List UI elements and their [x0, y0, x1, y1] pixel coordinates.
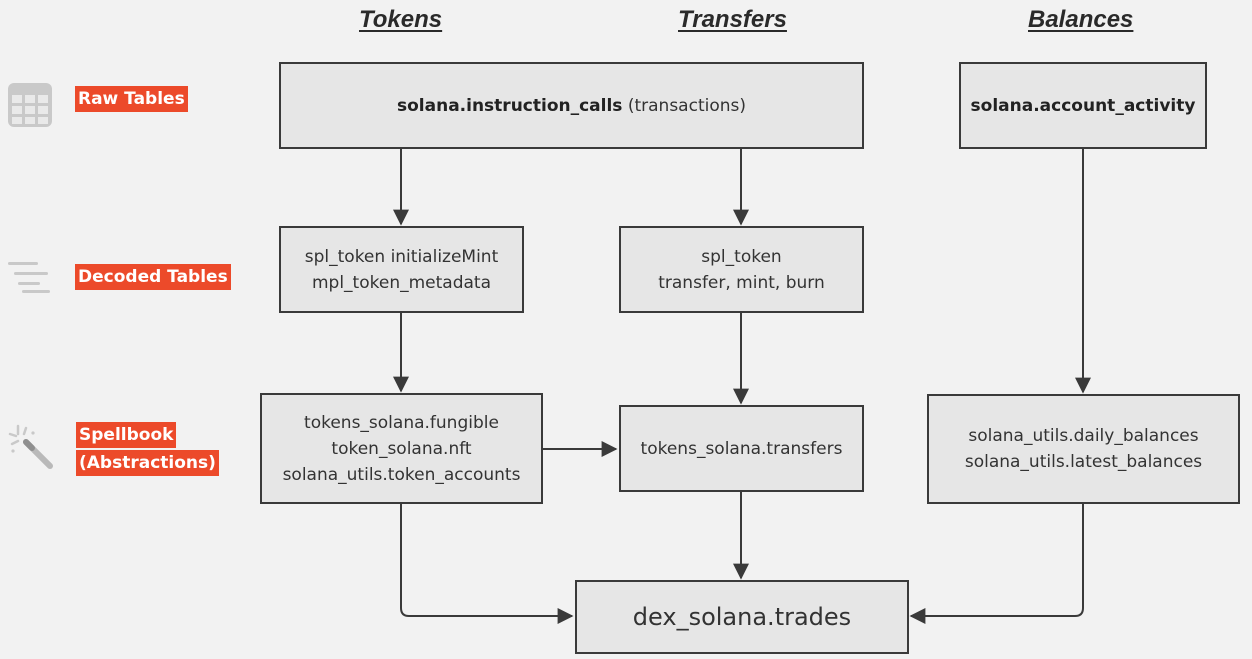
row-label-spellbook: Spellbook [76, 422, 177, 448]
node-transfer-decoded-line2: transfer, mint, burn [658, 272, 825, 293]
magic-wand-icon [8, 424, 53, 469]
node-account-activity-name: solana.account_activity [970, 95, 1196, 116]
node-token-decoded-line1: spl_token initializeMint [304, 246, 499, 267]
node-transfers-spell: tokens_solana.transfers [619, 405, 864, 492]
column-title-transfers: Transfers [678, 6, 787, 33]
node-token-decoded-line2: mpl_token_metadata [311, 272, 491, 293]
edge-balances-spell-to-dex-trades [909, 504, 1084, 624]
column-title-tokens: Tokens [359, 6, 443, 33]
node-balances-spell: solana_utils.daily_balances solana_utils… [927, 394, 1240, 504]
node-balances-spell-line2: solana_utils.latest_balances [964, 452, 1203, 472]
node-balances-spell-line1: solana_utils.daily_balances [968, 426, 1199, 446]
node-instruction-calls: solana.instruction_calls (transactions) [279, 62, 864, 149]
node-instruction-calls-suffix: (transactions) [622, 95, 746, 116]
node-tokens-spell-line1: tokens_solana.fungible [304, 412, 499, 433]
node-dex-trades-line1: dex_solana.trades [632, 603, 852, 631]
edge-tokens-spell-to-dex-trades [400, 504, 574, 624]
node-tokens-spell-line2: token_solana.nft [331, 438, 472, 459]
table-icon [8, 83, 52, 127]
row-label-decoded-tables: Decoded Tables [75, 264, 231, 290]
node-instruction-calls-name: solana.instruction_calls [397, 95, 623, 116]
node-token-decoded: spl_token initializeMint mpl_token_metad… [279, 226, 524, 313]
node-transfer-decoded-line1: spl_token [701, 246, 782, 267]
row-label-abstractions: (Abstractions) [76, 450, 219, 476]
node-transfers-spell-line1: tokens_solana.transfers [640, 438, 843, 459]
column-title-balances: Balances [1028, 6, 1134, 33]
node-transfer-decoded: spl_token transfer, mint, burn [619, 226, 864, 313]
node-tokens-spell-line3: solana_utils.token_accounts [282, 464, 521, 485]
row-label-raw-tables: Raw Tables [75, 86, 188, 112]
node-tokens-spell: tokens_solana.fungible token_solana.nft … [260, 393, 543, 504]
node-dex-trades: dex_solana.trades [575, 580, 909, 654]
node-account-activity: solana.account_activity [959, 62, 1207, 149]
lines-icon [8, 262, 50, 293]
